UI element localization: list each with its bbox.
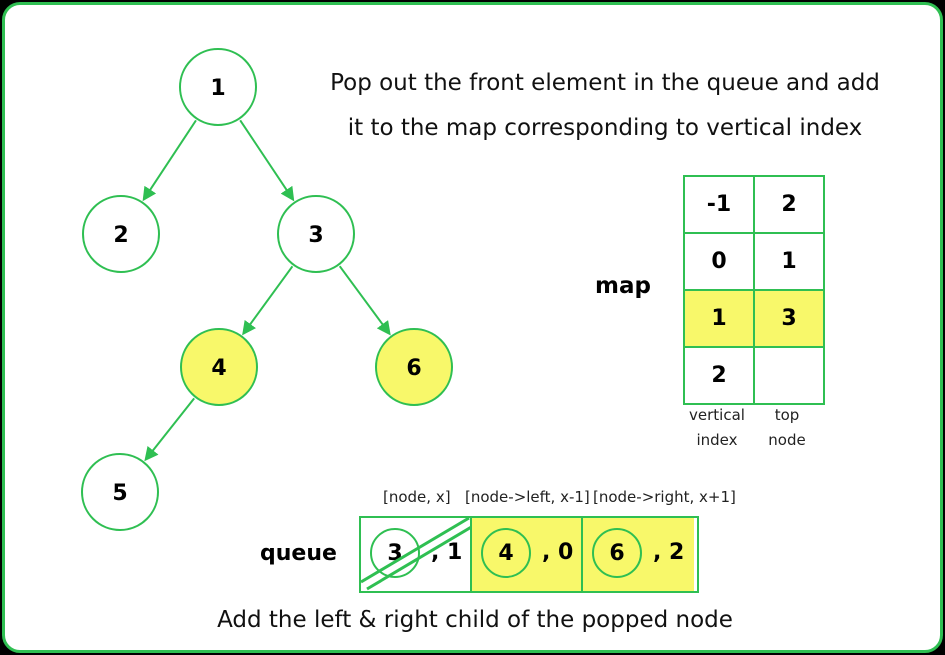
queue-cell: 6 , 2 bbox=[583, 518, 694, 591]
tree-node-label: 5 bbox=[112, 481, 127, 506]
queue-vertical-index: , 1 bbox=[431, 540, 463, 565]
top-caption: Pop out the front element in the queue a… bbox=[305, 61, 905, 151]
top-caption-line-2: it to the map corresponding to vertical … bbox=[347, 115, 863, 141]
tree-node-circle bbox=[375, 328, 453, 406]
tree-node-4: 4 bbox=[180, 328, 258, 406]
map-cell-vertical-index: -1 bbox=[683, 175, 755, 234]
tree-edge-n4-n5 bbox=[144, 397, 195, 462]
tree-edge-n1-n3 bbox=[239, 119, 295, 202]
tree-node-label: 2 bbox=[113, 223, 128, 248]
tree-node-circle bbox=[82, 195, 160, 273]
tree-diagram: 1 2 3 4 6 5 bbox=[81, 48, 453, 531]
map-column-header-vertical-line-2: index bbox=[696, 431, 738, 449]
top-caption-line-1: Pop out the front element in the queue a… bbox=[330, 70, 880, 96]
tree-node-circle bbox=[277, 195, 355, 273]
map-column-header-top-node: top node bbox=[751, 403, 823, 453]
queue-header-node: [node, x] bbox=[383, 488, 451, 506]
tree-node-label: 6 bbox=[406, 356, 421, 381]
tree-edge-n3-n6 bbox=[338, 265, 391, 336]
tree-node-2: 2 bbox=[82, 195, 160, 273]
map-row: 2 bbox=[683, 346, 825, 405]
tree-node-label: 1 bbox=[210, 76, 225, 101]
map-column-header-top-line-2: node bbox=[768, 431, 806, 449]
map-label: map bbox=[595, 273, 651, 299]
map-cell-vertical-index: 2 bbox=[683, 346, 755, 405]
queue-vertical-index: , 2 bbox=[653, 540, 685, 565]
tree-edge-n3-n4 bbox=[242, 265, 294, 336]
map-column-header-vertical-index: vertical index bbox=[681, 403, 753, 453]
tree-edges bbox=[142, 119, 391, 462]
map-cell-top-node: 1 bbox=[753, 232, 825, 291]
queue-cell: 4 , 0 bbox=[472, 518, 583, 591]
tree-nodes: 1 2 3 4 6 5 bbox=[81, 48, 453, 531]
queue-node-circle: 4 bbox=[481, 528, 531, 578]
queue-vertical-index: , 0 bbox=[542, 540, 574, 565]
queue-header-left: [node->left, x-1] bbox=[465, 488, 590, 506]
queue-label: queue bbox=[260, 541, 337, 566]
tree-edge-n1-n2 bbox=[142, 119, 197, 202]
tree-node-1: 1 bbox=[179, 48, 257, 126]
map-cell-vertical-index: 0 bbox=[683, 232, 755, 291]
strikethrough-line bbox=[361, 518, 470, 584]
map-cell-top-node: 2 bbox=[753, 175, 825, 234]
tree-node-6: 6 bbox=[375, 328, 453, 406]
bottom-caption: Add the left & right child of the popped… bbox=[217, 607, 733, 633]
queue-cell: 3, 1 bbox=[361, 518, 472, 591]
map-cell-top-node bbox=[753, 346, 825, 405]
queue-node-circle: 6 bbox=[592, 528, 642, 578]
tree-node-3: 3 bbox=[277, 195, 355, 273]
tree-node-circle bbox=[81, 453, 159, 531]
tree-node-circle bbox=[180, 328, 258, 406]
map-column-header-vertical-line-1: vertical bbox=[689, 406, 745, 424]
queue-header-right: [node->right, x+1] bbox=[593, 488, 736, 506]
map-column-header-top-line-1: top bbox=[774, 406, 800, 424]
map-cell-top-node: 3 bbox=[753, 289, 825, 348]
strikethrough-line bbox=[366, 524, 472, 591]
tree-node-label: 4 bbox=[211, 356, 226, 381]
tree-node-circle bbox=[179, 48, 257, 126]
tree-node-label: 3 bbox=[308, 223, 323, 248]
tree-node-5: 5 bbox=[81, 453, 159, 531]
map-cell-vertical-index: 1 bbox=[683, 289, 755, 348]
strikethrough-mark bbox=[361, 518, 472, 591]
